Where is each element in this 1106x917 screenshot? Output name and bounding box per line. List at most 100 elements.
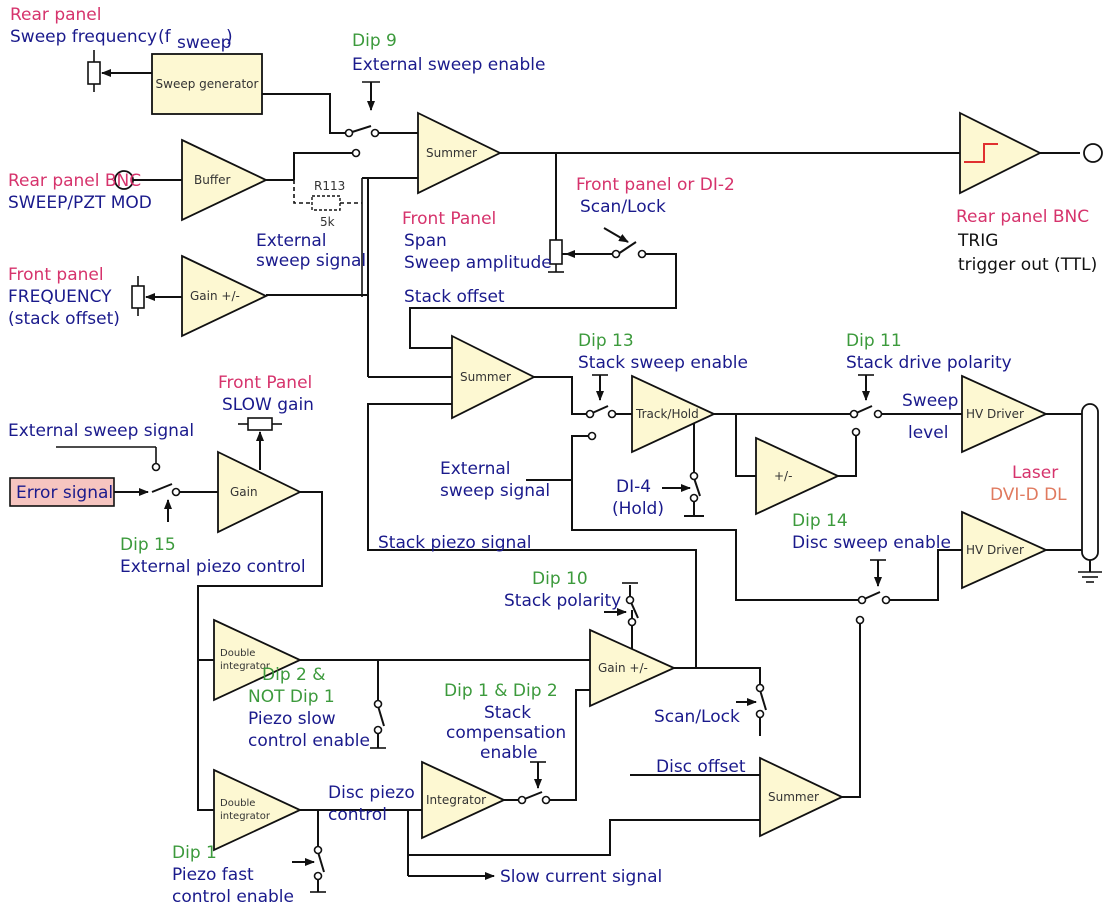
signal-wires <box>56 93 1102 893</box>
switch-contact <box>881 595 891 605</box>
integrator-block <box>421 760 507 840</box>
sweep-frequency-pot <box>87 61 101 85</box>
switch-contact <box>873 409 883 419</box>
summer-mid-block <box>451 334 537 420</box>
span-label: Span <box>404 231 447 251</box>
sweep-generator-label: Sweep generator <box>156 77 259 91</box>
track-hold-label: Track/Hold <box>635 407 699 421</box>
disc-piezo-label-1: Disc piezo <box>328 783 415 803</box>
piezo-slow-label-2: control enable <box>248 731 370 751</box>
trigger-comparator-block <box>959 111 1043 195</box>
dip1-dip2-label: Dip 1 & Dip 2 <box>444 681 558 701</box>
rear-panel-bnc-label: Rear panel BNC <box>8 171 141 191</box>
front-panel-frequency-label: Front panel <box>8 265 104 285</box>
hv-driver-disc-label: HV Driver <box>966 543 1024 557</box>
buffer-block <box>181 138 269 222</box>
hv-driver-stack-block <box>961 374 1049 454</box>
switch-contact <box>755 683 765 693</box>
switch-contact <box>611 249 621 259</box>
span-pot <box>549 239 563 265</box>
front-panel-span-label: Front Panel <box>402 209 496 229</box>
sweep-amplitude-label: Sweep amplitude <box>404 253 552 273</box>
sweep-level-label-2: level <box>908 423 948 443</box>
switch-contact <box>344 128 354 138</box>
summer-mid-label: Summer <box>460 370 511 384</box>
dip2-and-label: Dip 2 & <box>262 665 325 685</box>
switch-contact <box>849 409 859 419</box>
stack-offset-paren-label: (stack offset) <box>8 309 120 329</box>
hv-driver-stack-label: HV Driver <box>966 407 1024 421</box>
slow-gain-label: Gain <box>230 485 258 499</box>
double-integrator-fast-label-1: Double <box>220 798 255 809</box>
disc-piezo-label-2: control <box>328 805 387 825</box>
switch-contact <box>541 795 551 805</box>
dip15-label: Dip 15 <box>120 535 176 555</box>
double-integrator-fast-block <box>213 768 303 852</box>
stack-comp-label-1: Stack <box>484 703 531 723</box>
error-signal-box <box>9 477 115 507</box>
frequency-label: FREQUENCY <box>8 287 112 307</box>
external-sweep-signal-c1: External <box>440 459 511 479</box>
scan-lock-top-label: Scan/Lock <box>580 197 666 217</box>
stack-drive-polarity-label: Stack drive polarity <box>846 353 1012 373</box>
buffer-label: Buffer <box>194 173 230 187</box>
switch-contact <box>689 493 699 503</box>
stack-comp-label-2: compensation <box>446 723 566 743</box>
piezo-fast-label-2: control enable <box>172 887 294 907</box>
trigger-out-label: trigger out (TTL) <box>958 255 1097 275</box>
summer-bottom-label: Summer <box>768 790 819 804</box>
r113-value-label: 5k <box>320 215 335 229</box>
switch-contact <box>855 615 865 625</box>
external-sweep-signal-a2: sweep signal <box>256 251 366 271</box>
stack-gain-block <box>589 628 677 708</box>
stack-comp-label-3: enable <box>480 743 538 763</box>
front-panel-slow-label: Front Panel <box>218 373 312 393</box>
switch-contact <box>373 725 383 735</box>
hv-driver-disc-block <box>961 510 1049 590</box>
rear-panel-bnc-trig-label: Rear panel BNC <box>956 207 1089 227</box>
stack-sweep-enable-label: Stack sweep enable <box>578 353 748 373</box>
stack-polarity-label: Stack polarity <box>504 591 621 611</box>
slow-gain-pot <box>247 417 273 431</box>
switch-contact <box>585 409 595 419</box>
switch-contact <box>351 148 361 158</box>
dip13-label: Dip 13 <box>578 331 634 351</box>
trig-bnc-output-icon <box>1083 143 1103 163</box>
switch-contact <box>373 699 383 709</box>
trigger-step-icon <box>964 143 998 163</box>
frequency-gain-label: Gain +/- <box>190 289 240 303</box>
slow-gain-text-label: SLOW gain <box>222 395 314 415</box>
sweep-generator-block <box>151 53 263 115</box>
disc-sweep-enable-label: Disc sweep enable <box>792 533 951 553</box>
piezo-fast-label-1: Piezo fast <box>172 865 254 885</box>
switch-contact <box>627 617 637 627</box>
dip10-label: Dip 10 <box>532 569 588 589</box>
switch-contact <box>313 845 323 855</box>
not-dip1-label: NOT Dip 1 <box>248 687 335 707</box>
stack-piezo-signal-label: Stack piezo signal <box>378 533 531 553</box>
dip11-label: Dip 11 <box>846 331 902 351</box>
scan-lock-bottom-label: Scan/Lock <box>654 707 740 727</box>
switch-contact <box>370 128 380 138</box>
summer-bottom-block <box>759 756 845 838</box>
double-integrator-slow-block <box>213 618 303 702</box>
external-sweep-signal-b-label: External sweep signal <box>8 421 194 441</box>
external-sweep-enable-label: External sweep enable <box>352 55 545 75</box>
dip14-label: Dip 14 <box>792 511 848 531</box>
switch-contact <box>625 595 635 605</box>
summer-top-block <box>417 111 503 195</box>
summer-top-label: Summer <box>426 146 477 160</box>
polarity-inverter-label: +/- <box>774 469 792 483</box>
switch-contact <box>587 431 597 441</box>
di4-label: DI-4 <box>616 477 651 497</box>
disc-offset-label: Disc offset <box>656 757 746 777</box>
fsweep-open-label: (f <box>158 27 172 47</box>
polarity-inverter-block <box>755 436 841 516</box>
external-piezo-control-label: External piezo control <box>120 557 306 577</box>
trig-label: TRIG <box>957 231 998 251</box>
external-sweep-signal-a1: External <box>256 231 327 251</box>
switch-contact <box>851 427 861 437</box>
dip1-label: Dip 1 <box>172 843 217 863</box>
sweep-frequency-label: Sweep frequency <box>10 27 157 47</box>
switch-contact <box>607 409 617 419</box>
